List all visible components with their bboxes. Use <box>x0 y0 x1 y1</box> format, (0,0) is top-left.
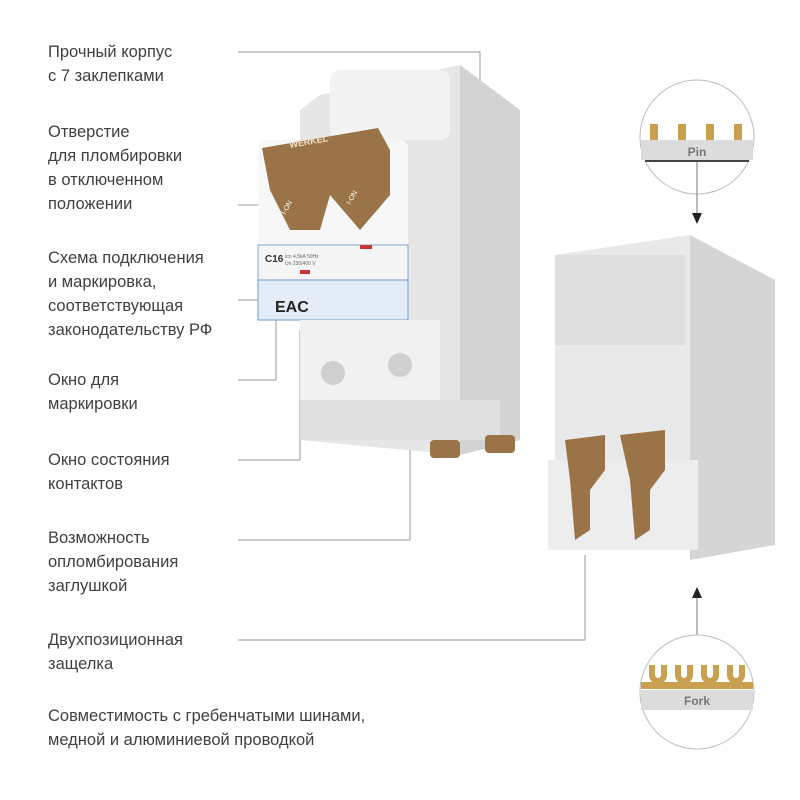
feature-contact-window: Окно состояния контактов <box>48 451 170 493</box>
fork-label: Fork <box>684 694 710 708</box>
feature-housing: Прочный корпус с 7 заклепками <box>48 43 173 85</box>
pin-label: Pin <box>688 145 707 159</box>
contact-window-1 <box>300 270 310 274</box>
breaker-front: WERKEL I-ON I-ON C16 Icn 4,5kA 50Hz Un 2… <box>257 65 520 458</box>
eac-mark: EAC <box>275 299 309 316</box>
pin-busbar-detail: Pin <box>639 79 755 224</box>
feature-seal-cap: Возможность опломбирования заглушкой <box>48 529 179 595</box>
fork-busbar-detail: Fork <box>639 587 755 750</box>
rating-label: C16 <box>265 254 284 265</box>
feature-wiring-diagram: Схема подключения и маркировка, соответс… <box>48 249 213 339</box>
breaker-rear <box>548 235 775 560</box>
arrow-up-icon <box>692 587 702 598</box>
contact-window-2 <box>360 245 372 249</box>
spec-line-1: Icn 4,5kA 50Hz <box>285 254 319 260</box>
feature-seal-hole: Отверстие для пломбировки в отключенном … <box>48 123 183 213</box>
feature-busbar-compat: Совместимость с гребенчатыми шинами, мед… <box>48 707 366 749</box>
arrow-down-icon <box>692 213 702 224</box>
spec-line-2: Un 230/400 V <box>285 261 316 267</box>
feature-latch: Двухпозиционная защелка <box>48 631 183 673</box>
toggle-handle <box>262 128 390 230</box>
feature-marking-window: Окно для маркировки <box>48 371 138 413</box>
